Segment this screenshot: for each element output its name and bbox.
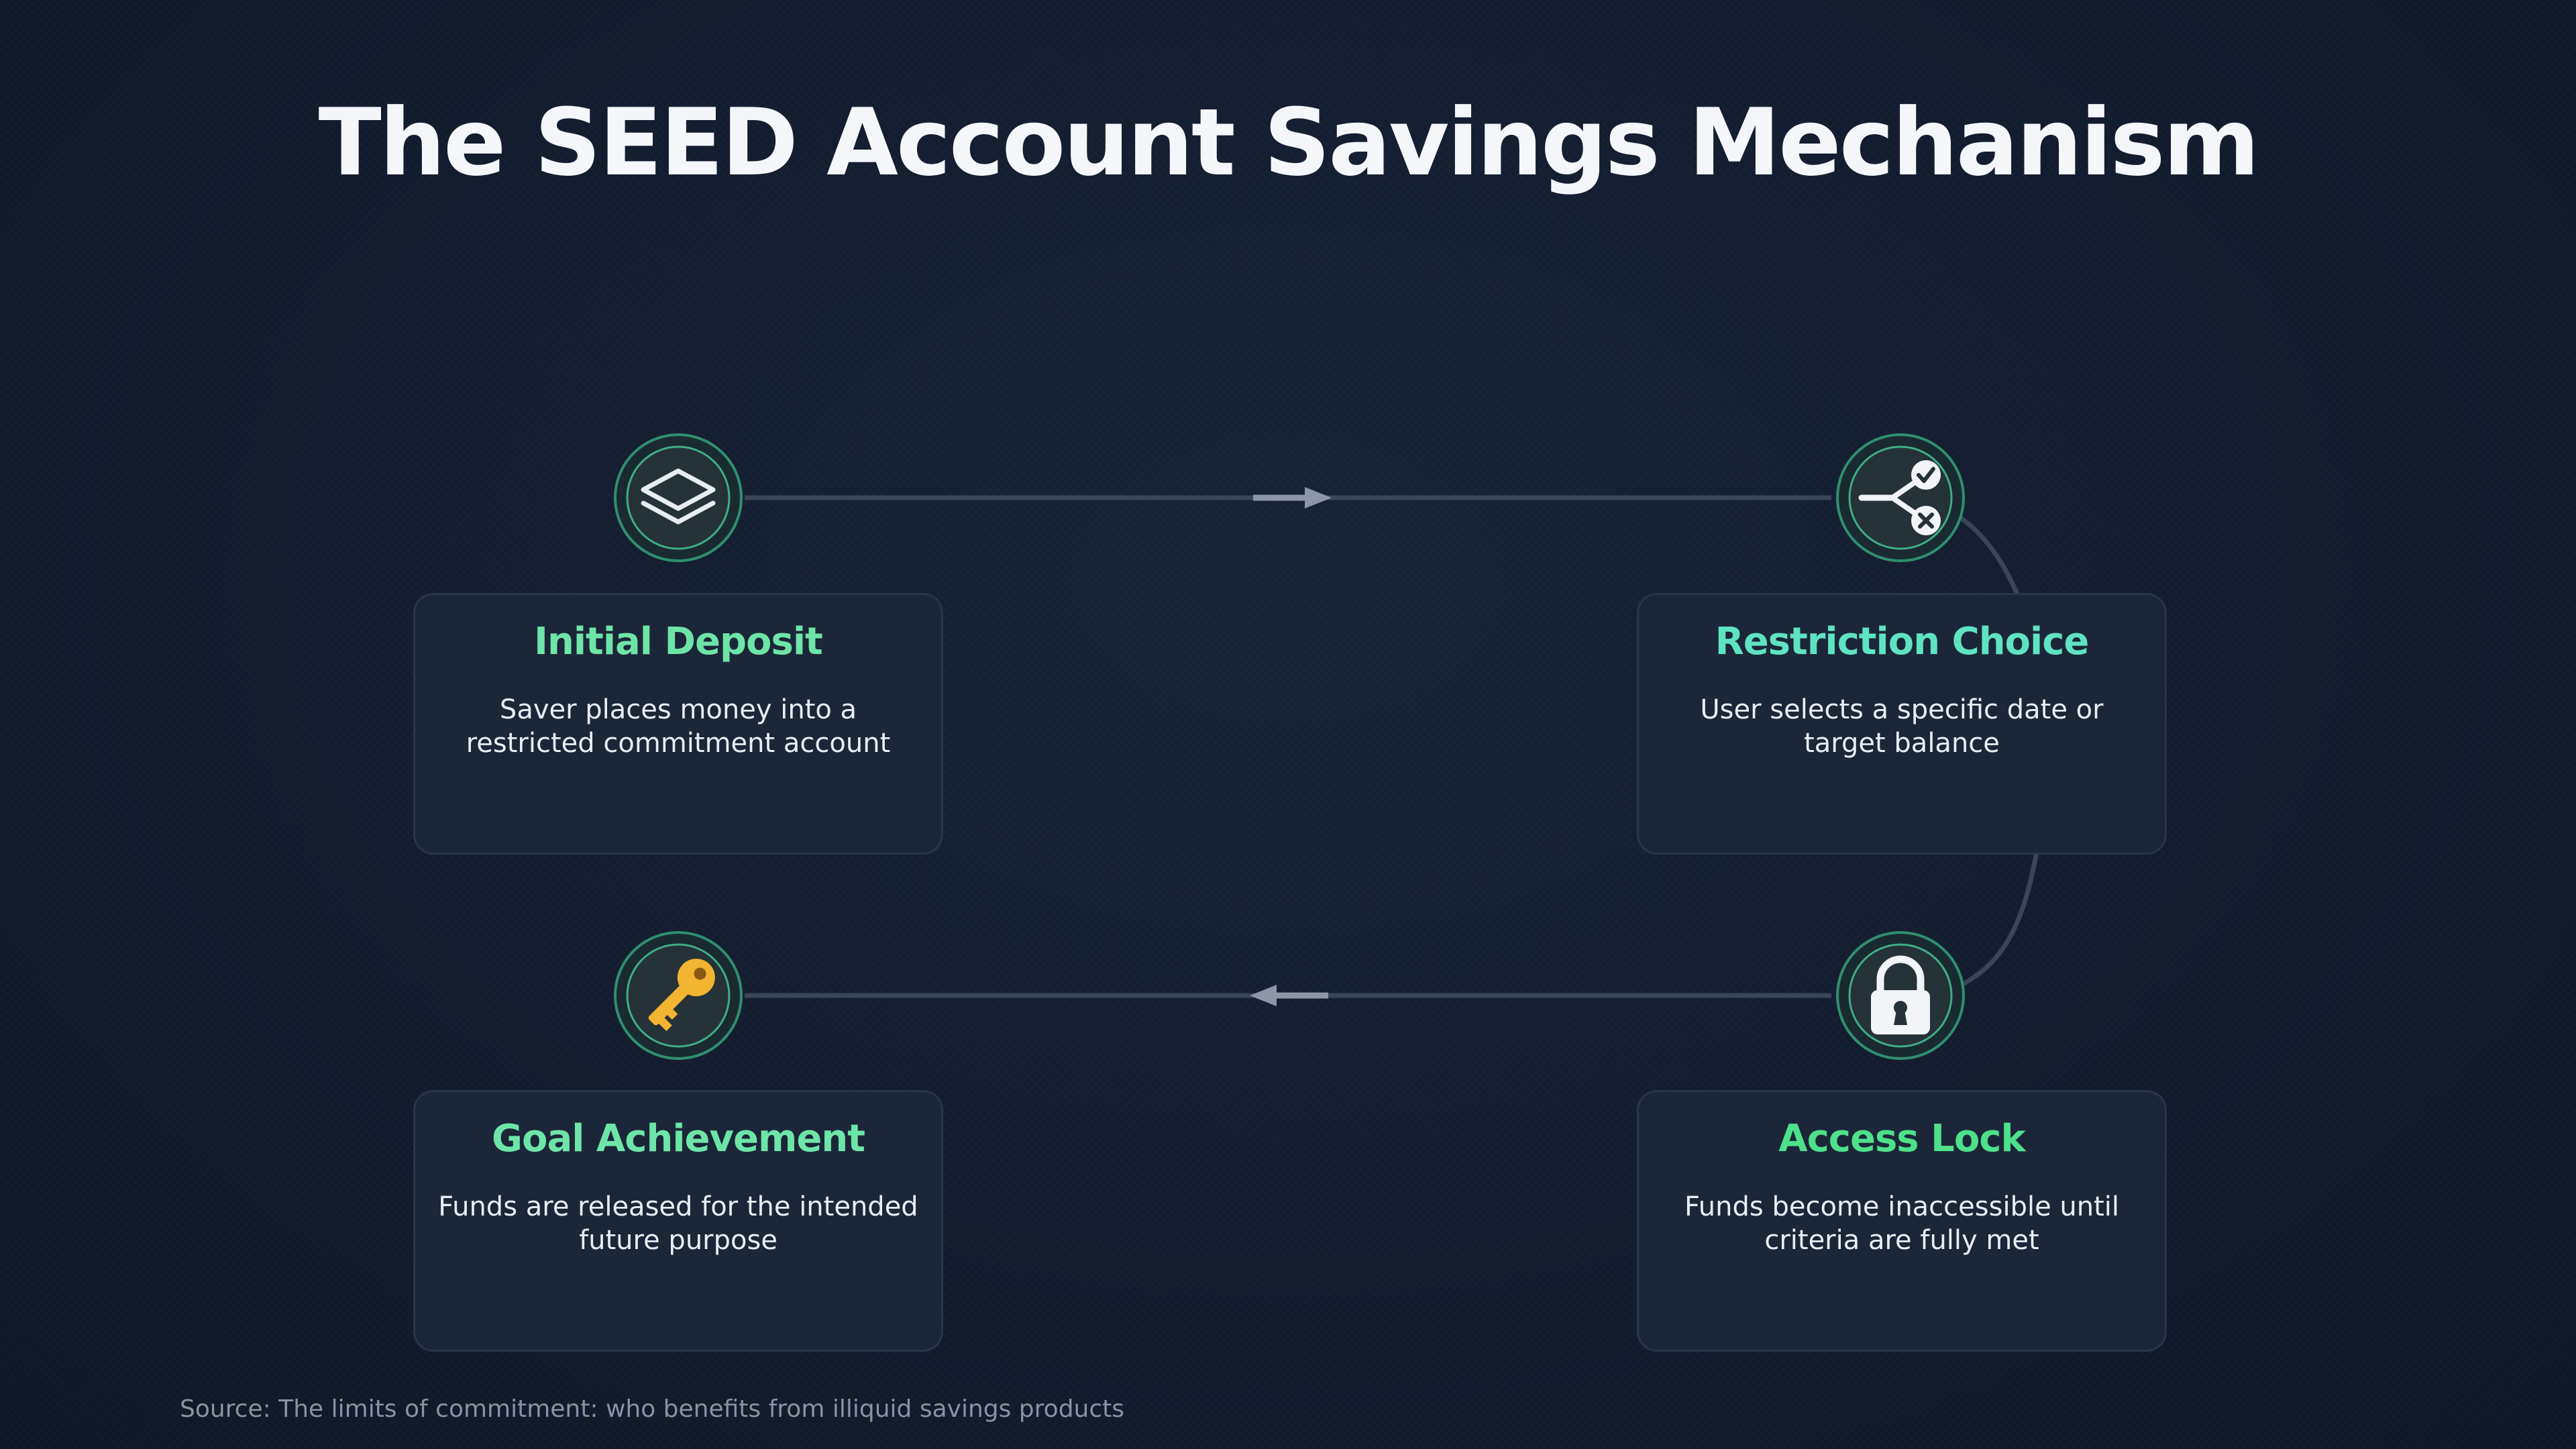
step-3-icon-badge	[1833, 928, 1968, 1063]
step-description: Saver places money into a restricted com…	[466, 694, 891, 759]
branch-choice-icon	[1836, 433, 1965, 562]
step-card-access-lock: Access Lock Funds become inaccessible un…	[1637, 1090, 2167, 1352]
step-description: Funds become inaccessible until criteria…	[1684, 1191, 2120, 1256]
step-title: Goal Achievement	[492, 1117, 865, 1161]
step-2-icon-badge	[1833, 431, 1968, 565]
step-4-icon-badge	[611, 928, 745, 1063]
padlock-icon	[1836, 931, 1965, 1060]
step-title: Restriction Choice	[1715, 620, 2090, 663]
step-1-icon-badge	[611, 431, 745, 565]
arrow-right-head	[1305, 487, 1332, 508]
page-title: The SEED Account Savings Mechanism	[318, 89, 2260, 197]
step-card-restriction-choice: Restriction Choice User selects a specif…	[1637, 593, 2167, 855]
step-title: Access Lock	[1778, 1117, 2025, 1161]
step-card-initial-deposit: Initial Deposit Saver places money into …	[413, 593, 943, 855]
step-description: Funds are released for the intended futu…	[438, 1191, 918, 1256]
step-card-goal-achievement: Goal Achievement Funds are released for …	[413, 1090, 943, 1352]
source-citation: Source: The limits of commitment: who be…	[180, 1395, 1125, 1423]
step-description: User selects a specific date or target b…	[1700, 694, 2104, 759]
arrow-left-head	[1250, 985, 1277, 1006]
step-title: Initial Deposit	[534, 620, 823, 663]
key-icon	[614, 931, 743, 1060]
layers-icon	[614, 433, 743, 562]
